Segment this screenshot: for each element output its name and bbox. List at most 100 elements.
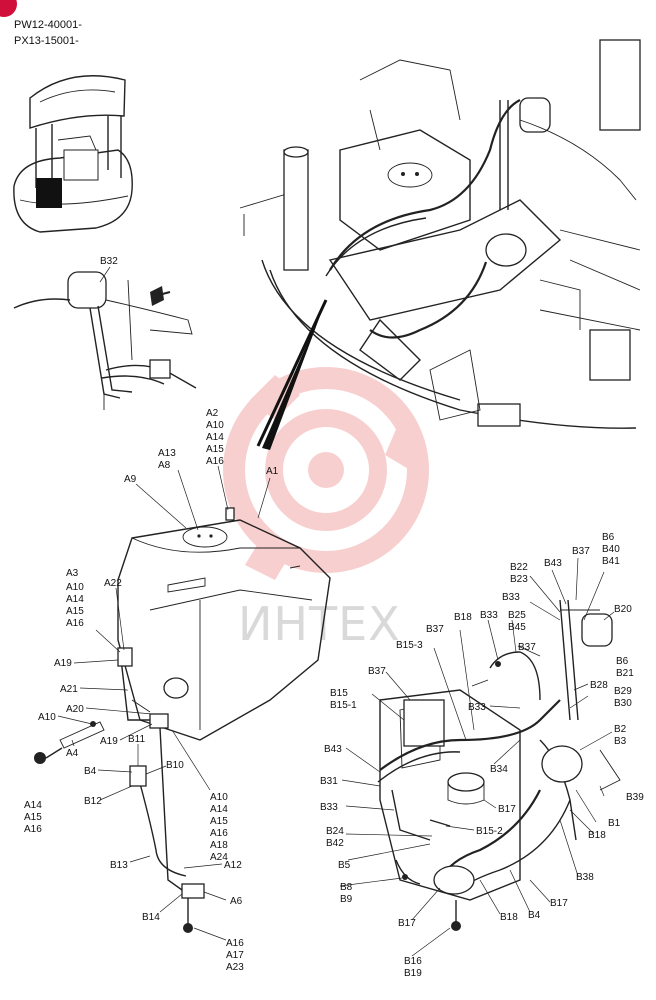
callout-label: B22	[510, 562, 528, 573]
callout-b33-low: B33	[468, 702, 486, 713]
callout-b14: B14	[142, 912, 160, 923]
callout-b17-b: B17	[550, 898, 568, 909]
callout-b15-2: B15-2	[476, 826, 503, 837]
left-leaders	[57, 465, 271, 941]
callout-label: B8	[340, 882, 353, 893]
callout-label: A14	[210, 804, 228, 815]
callout-label: A15	[24, 812, 42, 823]
callout-b33-mid: B33	[480, 610, 498, 621]
callout-label: A17	[226, 950, 244, 961]
callout-b43-top: B43	[544, 558, 562, 569]
callout-label: B16	[404, 956, 422, 967]
callout-label: B40	[602, 544, 620, 555]
serial-number-2: PX13-15001-	[14, 35, 79, 47]
callout-b18-mid: B18	[588, 830, 606, 841]
callout-label: B30	[614, 698, 632, 709]
callout-b15-3: B15-3	[396, 640, 423, 651]
callout-b38: B38	[576, 872, 594, 883]
callout-a4: A4	[66, 748, 79, 759]
callout-b12: B12	[84, 796, 102, 807]
callout-b13: B13	[110, 860, 128, 871]
callout-label: B15-1	[330, 700, 357, 711]
callout-b33-left: B33	[320, 802, 338, 813]
callout-a6: A6	[230, 896, 243, 907]
callout-label: B25	[508, 610, 526, 621]
callout-b18-top: B18	[454, 612, 472, 623]
callout-label: A16	[66, 618, 84, 629]
callout-b29-group: B29 B30	[614, 686, 632, 709]
callout-b16-group: B16 B19	[404, 956, 422, 979]
right-callouts: B6 B40 B41 B37 B43 B22 B23 B20 B33 B18 B…	[320, 532, 644, 979]
callout-a12: A12	[224, 860, 242, 871]
callout-a14-group: A14 A15 A16	[24, 800, 42, 835]
callout-b6-group: B6 B40 B41	[602, 532, 620, 567]
callout-label: A15	[66, 606, 84, 617]
callout-b37-a: B37	[426, 624, 444, 635]
watermark-text: ИНТЕХ	[238, 597, 401, 651]
callout-label: A16	[226, 938, 244, 949]
callout-b5: B5	[338, 860, 351, 871]
callout-b8-group: B8 B9	[340, 882, 353, 905]
callout-label: A14	[66, 594, 84, 605]
machine-thumbnail	[13, 75, 133, 233]
callout-label: B6	[602, 532, 615, 543]
callout-label: B41	[602, 556, 620, 567]
callout-b31: B31	[320, 776, 338, 787]
callout-a3-group: A3 A10 A14 A15 A16	[66, 568, 84, 629]
callout-a22: A22	[104, 578, 122, 589]
callout-label: B15	[330, 688, 348, 699]
right-assembly	[377, 599, 621, 931]
callout-label: A16	[206, 456, 224, 467]
callout-label: B21	[616, 668, 634, 679]
callout-label: A24	[210, 852, 228, 863]
callout-label: A14	[206, 432, 224, 443]
callout-label: A10	[66, 582, 84, 593]
watermark-gear-icon	[223, 367, 429, 580]
callout-b39: B39	[626, 792, 644, 803]
callout-label: A18	[210, 840, 228, 851]
callout-b18-low: B18	[500, 912, 518, 923]
callout-label: B45	[508, 622, 526, 633]
callout-b24-group: B24 B42	[326, 826, 344, 849]
callout-label: A3	[66, 568, 79, 579]
callout-b37-b: B37	[518, 642, 536, 653]
callout-label: B23	[510, 574, 528, 585]
callout-b37-c: B37	[368, 666, 386, 677]
callout-a9: A9	[124, 474, 137, 485]
callout-label: A14	[24, 800, 42, 811]
callout-b11: B11	[128, 734, 145, 745]
callout-label: B9	[340, 894, 353, 905]
callout-a2-group: A2 A10 A14 A15 A16	[206, 408, 224, 467]
callout-label: B42	[326, 838, 344, 849]
callout-a10-left: A10	[38, 712, 56, 723]
callout-a16-group: A16 A17 A23	[226, 938, 244, 973]
callout-b28: B28	[590, 680, 608, 691]
callout-label: A8	[158, 460, 171, 471]
callout-a21: A21	[60, 684, 78, 695]
inset-b32: B32	[13, 256, 197, 410]
callout-b4-left: B4	[84, 766, 97, 777]
inset-label: B32	[100, 256, 118, 267]
callout-b15-group: B15 B15-1	[330, 688, 357, 711]
callout-b6-b21: B6 B21	[616, 656, 634, 679]
corner-badge-icon	[0, 0, 17, 17]
callout-b20: B20	[614, 604, 632, 615]
callout-b43-low: B43	[324, 744, 342, 755]
callout-label: B2	[614, 724, 627, 735]
fuel-tank	[34, 507, 331, 933]
callout-label: B24	[326, 826, 344, 837]
callout-b10: B10	[166, 760, 184, 771]
callout-b22-group: B22 B23	[510, 562, 528, 585]
callout-label: B29	[614, 686, 632, 697]
callout-b17-c: B17	[398, 918, 416, 929]
callout-b33-top: B33	[502, 592, 520, 603]
callout-label: A16	[210, 828, 228, 839]
callout-a20: A20	[66, 704, 84, 715]
callout-b17-a: B17	[498, 804, 516, 815]
callout-label: A15	[210, 816, 228, 827]
callout-b2-group: B2 B3	[614, 724, 627, 747]
callout-label: A23	[226, 962, 244, 973]
callout-a1: A1	[266, 466, 279, 477]
callout-a19-left: A19	[54, 658, 72, 669]
